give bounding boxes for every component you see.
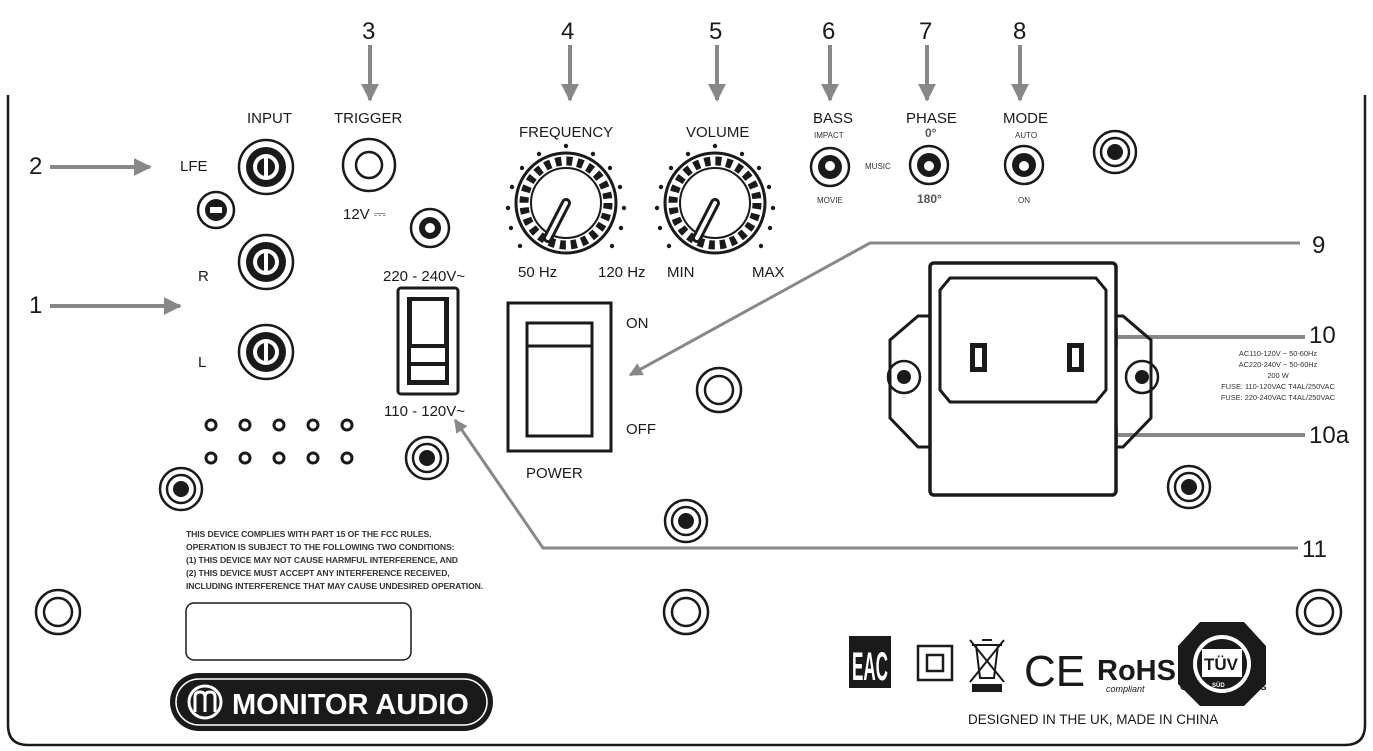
callout-1: 1 [29, 292, 43, 319]
l-input-jack [237, 323, 295, 381]
rohs-mark: RoHS [1097, 655, 1176, 687]
volume-label: VOLUME [686, 124, 750, 141]
trigger-jack [341, 137, 397, 193]
r-label: R [198, 268, 209, 285]
fcc-notice: THIS DEVICE COMPLIES WITH PART 15 OF THE… [186, 528, 483, 593]
weee-bin-icon [969, 639, 1005, 692]
serial-label-blank [185, 602, 412, 661]
l-label: L [198, 354, 207, 371]
rohs-compliant: compliant [1106, 684, 1145, 694]
mounting-ring-left [34, 588, 82, 636]
callout-10: 10 [1309, 322, 1336, 349]
fcc-line: (1) THIS DEVICE MAY NOT CAUSE HARMFUL IN… [186, 555, 458, 565]
callout-arrow-9 [628, 241, 1300, 377]
panel-screw-center [663, 498, 709, 544]
phase-label: PHASE [906, 110, 957, 127]
callout-2: 2 [29, 153, 43, 180]
fcc-line: INCLUDING INTERFERENCE THAT MAY CAUSE UN… [186, 581, 484, 591]
trigger-voltage-label: 12V ⎓ [343, 206, 386, 223]
iec-power-inlet [886, 261, 1160, 497]
ground-screw-small [196, 190, 236, 230]
power-off-label: OFF [626, 421, 656, 438]
svg-text:EAC: EAC [852, 645, 888, 689]
mounting-ring-center [662, 588, 710, 636]
mode-auto-label: AUTO [1015, 131, 1038, 140]
fcc-line: (2) THIS DEVICE MUST ACCEPT ANY INTERFER… [186, 568, 450, 578]
volume-knob [654, 143, 776, 255]
bass-toggle [809, 146, 851, 188]
fcc-line: OPERATION IS SUBJECT TO THE FOLLOWING TW… [186, 542, 455, 552]
freq-max-label: 120 Hz [598, 264, 646, 281]
callout-5: 5 [709, 18, 723, 45]
lfe-label: LFE [180, 158, 208, 175]
lfe-input-jack [237, 138, 295, 196]
tuv-mark: TÜV SÜD C US [1178, 622, 1267, 706]
callout-arrows [50, 45, 1305, 444]
vent-holes [204, 418, 354, 465]
mode-label: MODE [1003, 110, 1048, 127]
callout-8: 8 [1013, 18, 1027, 45]
frequency-knob [505, 143, 627, 255]
panel-outline [6, 95, 1367, 747]
callout-4: 4 [561, 18, 575, 45]
power-on-label: ON [626, 315, 649, 332]
voltage-high-label: 220 - 240V~ [383, 268, 466, 285]
brand-name: MONITOR AUDIO [232, 689, 469, 721]
vol-max-label: MAX [752, 264, 785, 281]
callout-10a: 10a [1309, 422, 1350, 449]
panel-screw-top-right [1092, 129, 1138, 175]
mounting-ring-right [1295, 588, 1343, 636]
power-switch [506, 301, 613, 453]
trigger-screw [409, 207, 451, 249]
panel-screw-left [158, 466, 204, 512]
voltage-low-label: 110 - 120V~ [384, 403, 466, 420]
spec-line: AC220-240V ~ 50-60Hz [1238, 360, 1318, 369]
callout-arrow-11 [453, 418, 1298, 550]
input-label: INPUT [247, 110, 292, 127]
phase-0-label: 0° [925, 126, 937, 140]
frequency-label: FREQUENCY [519, 124, 614, 141]
svg-text:SÜD: SÜD [1212, 682, 1225, 689]
freq-min-label: 50 Hz [518, 264, 558, 281]
power-label: POWER [526, 465, 583, 482]
svg-text:C: C [1180, 682, 1187, 692]
phase-180-label: 180° [917, 192, 942, 206]
power-spec-block: AC110-120V ~ 50-60Hz AC220-240V ~ 50-60H… [1198, 348, 1358, 403]
eac-mark: EAC [849, 636, 891, 689]
phase-toggle [908, 144, 950, 186]
trigger-label: TRIGGER [334, 110, 403, 127]
callout-7: 7 [919, 18, 933, 45]
callout-6: 6 [822, 18, 836, 45]
voltage-screw [404, 435, 450, 481]
fcc-line: THIS DEVICE COMPLIES WITH PART 15 OF THE… [186, 529, 432, 539]
panel-screw-right [1166, 464, 1212, 510]
mounting-ring-mid [695, 366, 743, 414]
bass-label: BASS [813, 110, 854, 127]
monitor-audio-badge: MONITOR AUDIO [170, 673, 493, 731]
vol-min-label: MIN [667, 264, 695, 281]
spec-line: FUSE: 220-240VAC T4AL/250VAC [1220, 393, 1336, 402]
svg-text:US: US [1254, 682, 1267, 692]
spec-line: 200 W [1267, 371, 1289, 380]
ce-mark: CE [1024, 647, 1085, 696]
double-insulation-icon [916, 644, 954, 682]
bass-impact-label: IMPACT [814, 131, 844, 140]
r-input-jack [237, 233, 295, 291]
spec-line: FUSE: 110-120VAC T4AL/250VAC [1221, 382, 1335, 391]
svg-text:TÜV: TÜV [1204, 655, 1239, 674]
spec-line: AC110-120V ~ 50-60Hz [1238, 349, 1318, 358]
callout-11: 11 [1302, 536, 1327, 563]
bass-movie-label: MOVIE [817, 196, 843, 205]
mode-on-label: ON [1018, 196, 1030, 205]
callout-3: 3 [362, 18, 376, 45]
callout-9: 9 [1312, 232, 1326, 259]
mode-toggle [1003, 144, 1045, 186]
voltage-selector-switch [396, 286, 460, 396]
bass-music-label: MUSIC [865, 162, 891, 171]
footer-designed-in: DESIGNED IN THE UK, MADE IN CHINA [968, 712, 1219, 727]
